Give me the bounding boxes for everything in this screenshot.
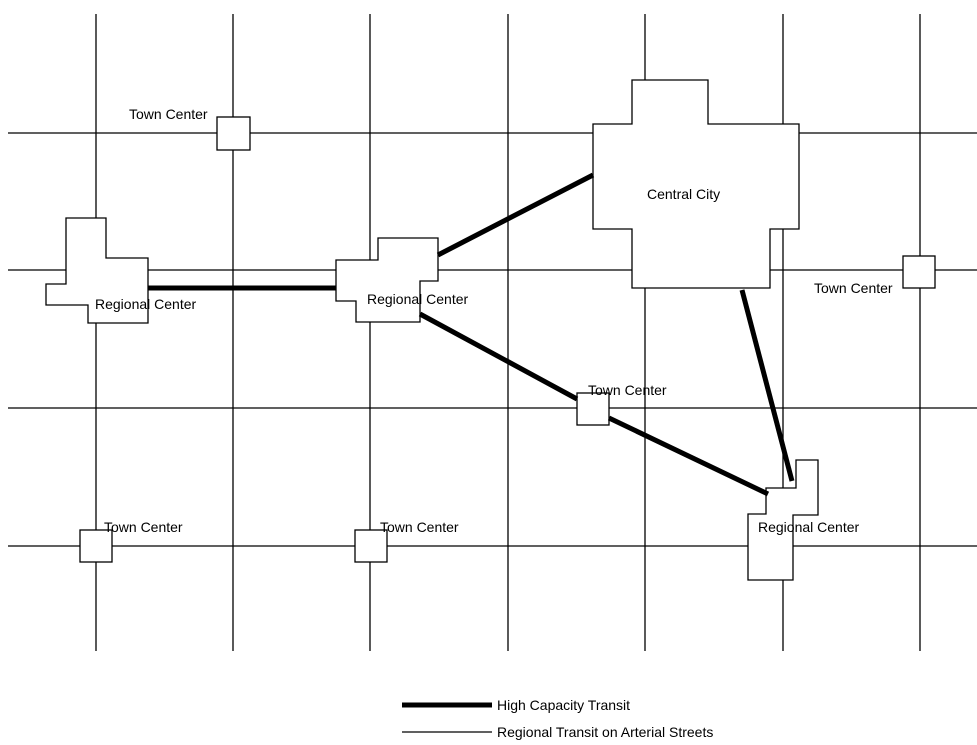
center-shapes xyxy=(45,79,936,581)
town-center-east-label: Town Center xyxy=(814,280,893,296)
hct-town-to-se xyxy=(607,415,770,497)
town-center-south-shape xyxy=(354,529,388,563)
legend-regional-transit-label: Regional Transit on Arterial Streets xyxy=(497,724,713,740)
high-capacity-transit-lines xyxy=(148,172,795,497)
town-center-sw-shape xyxy=(79,529,113,563)
central-city-shape xyxy=(592,79,800,289)
regional-center-mid-shape xyxy=(335,237,439,323)
town-center-sw-label: Town Center xyxy=(104,519,183,535)
hct-mid-to-central xyxy=(436,172,595,258)
town-center-nw-shape xyxy=(216,116,251,151)
town-center-mid-label: Town Center xyxy=(588,382,667,398)
hct-mid-to-town xyxy=(418,311,579,402)
central-city-label: Central City xyxy=(647,186,720,202)
hct-central-to-se xyxy=(739,289,795,482)
regional-center-west-label: Regional Center xyxy=(95,296,197,312)
town-center-mid-shape xyxy=(576,392,610,426)
regional-center-se-shape xyxy=(747,459,819,581)
legend: High Capacity Transit Regional Transit o… xyxy=(402,697,713,740)
town-center-south-label: Town Center xyxy=(380,519,459,535)
regional-center-west-shape xyxy=(45,217,149,324)
regional-center-se-label: Regional Center xyxy=(758,519,860,535)
legend-high-capacity-label: High Capacity Transit xyxy=(497,697,630,713)
regional-center-mid-label: Regional Center xyxy=(367,291,469,307)
town-center-nw-label: Town Center xyxy=(129,106,208,122)
town-center-east-shape xyxy=(902,255,936,289)
center-labels: Central City Regional Center Regional Ce… xyxy=(95,106,893,535)
